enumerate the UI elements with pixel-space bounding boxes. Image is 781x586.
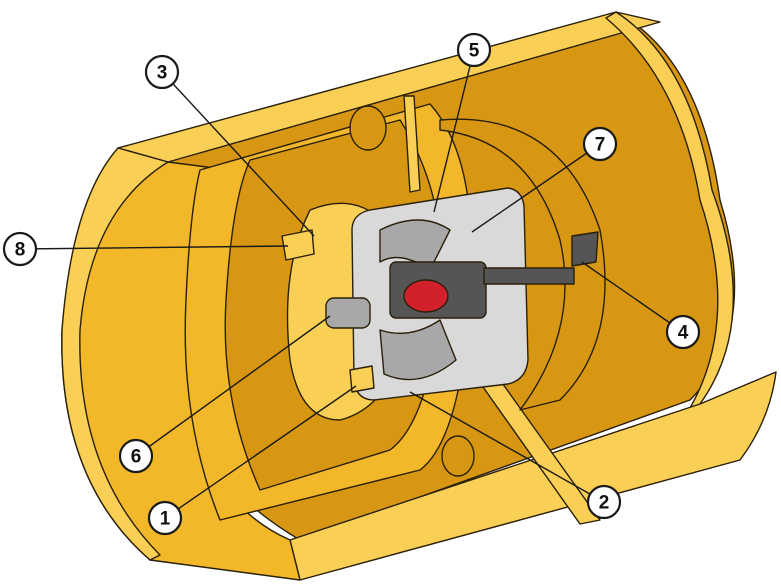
leader-2	[409, 391, 605, 503]
callout-3-label: 3	[157, 63, 168, 84]
callout-1-label: 1	[160, 509, 171, 530]
stator-ring	[439, 118, 606, 411]
callout-6-label: 6	[131, 447, 142, 468]
shell-bottom-rim	[289, 371, 777, 581]
callout-5-label: 5	[469, 41, 480, 62]
leader-6	[135, 315, 331, 457]
mounting-bracket	[281, 229, 315, 261]
fan-motor-assembly	[281, 187, 599, 401]
callout-1: 1	[147, 500, 183, 536]
callouts: 1 2 3 4 5 6 7 8	[2, 32, 701, 536]
callout-2: 2	[586, 484, 622, 520]
fan-blade-upper	[379, 219, 451, 271]
callout-2-label: 2	[599, 493, 610, 514]
leader-4	[581, 261, 684, 333]
leader-7	[471, 143, 601, 233]
bulkhead-hole-bottom	[441, 435, 475, 477]
leader-1	[164, 385, 357, 519]
fan-blade-lower	[379, 319, 457, 381]
leader-8	[19, 245, 289, 250]
leader-3	[161, 71, 315, 237]
callout-8: 8	[2, 231, 38, 267]
shell-front-lip	[61, 147, 169, 561]
callout-4: 4	[665, 314, 701, 350]
callout-4-label: 4	[678, 323, 689, 344]
callout-3: 3	[144, 54, 180, 90]
bulkhead-hole-top	[349, 105, 387, 151]
callout-8-label: 8	[15, 240, 26, 261]
motor-rotor	[403, 279, 449, 313]
callout-7-label: 7	[595, 135, 606, 156]
front-hub-nose	[325, 297, 371, 329]
leader-5	[433, 49, 475, 213]
callout-5: 5	[456, 32, 492, 68]
shaft-end-connector	[571, 231, 599, 267]
small-bracket-lower	[349, 365, 375, 393]
callout-6: 6	[118, 438, 154, 474]
leader-lines	[19, 49, 684, 519]
callout-7: 7	[582, 126, 618, 162]
output-shaft	[483, 267, 575, 285]
vertical-strut	[403, 95, 421, 193]
